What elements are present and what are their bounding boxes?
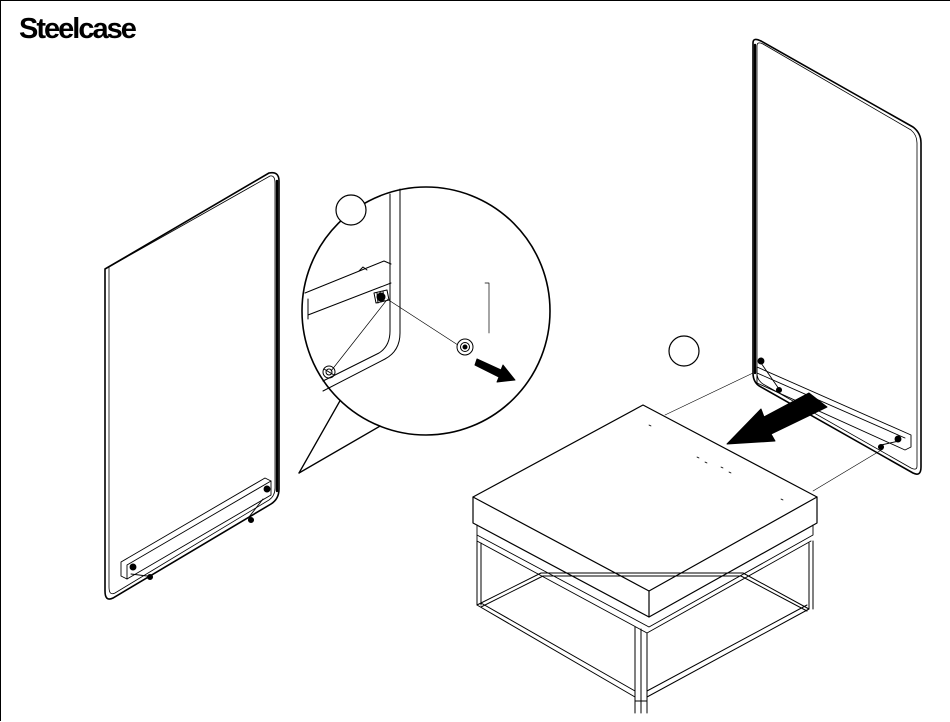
right-panel-base-bracket [757, 363, 911, 450]
step-callout-circle [336, 195, 366, 225]
right-panel-screws [758, 358, 901, 450]
detail-zoom-circle [302, 187, 550, 435]
move-direction-arrow [727, 393, 827, 444]
step-callout-circle [669, 336, 699, 366]
left-panel [105, 173, 279, 599]
left-panel-screws [130, 486, 270, 580]
detail-nut [457, 339, 473, 355]
left-panel-base-bracket [121, 478, 271, 579]
